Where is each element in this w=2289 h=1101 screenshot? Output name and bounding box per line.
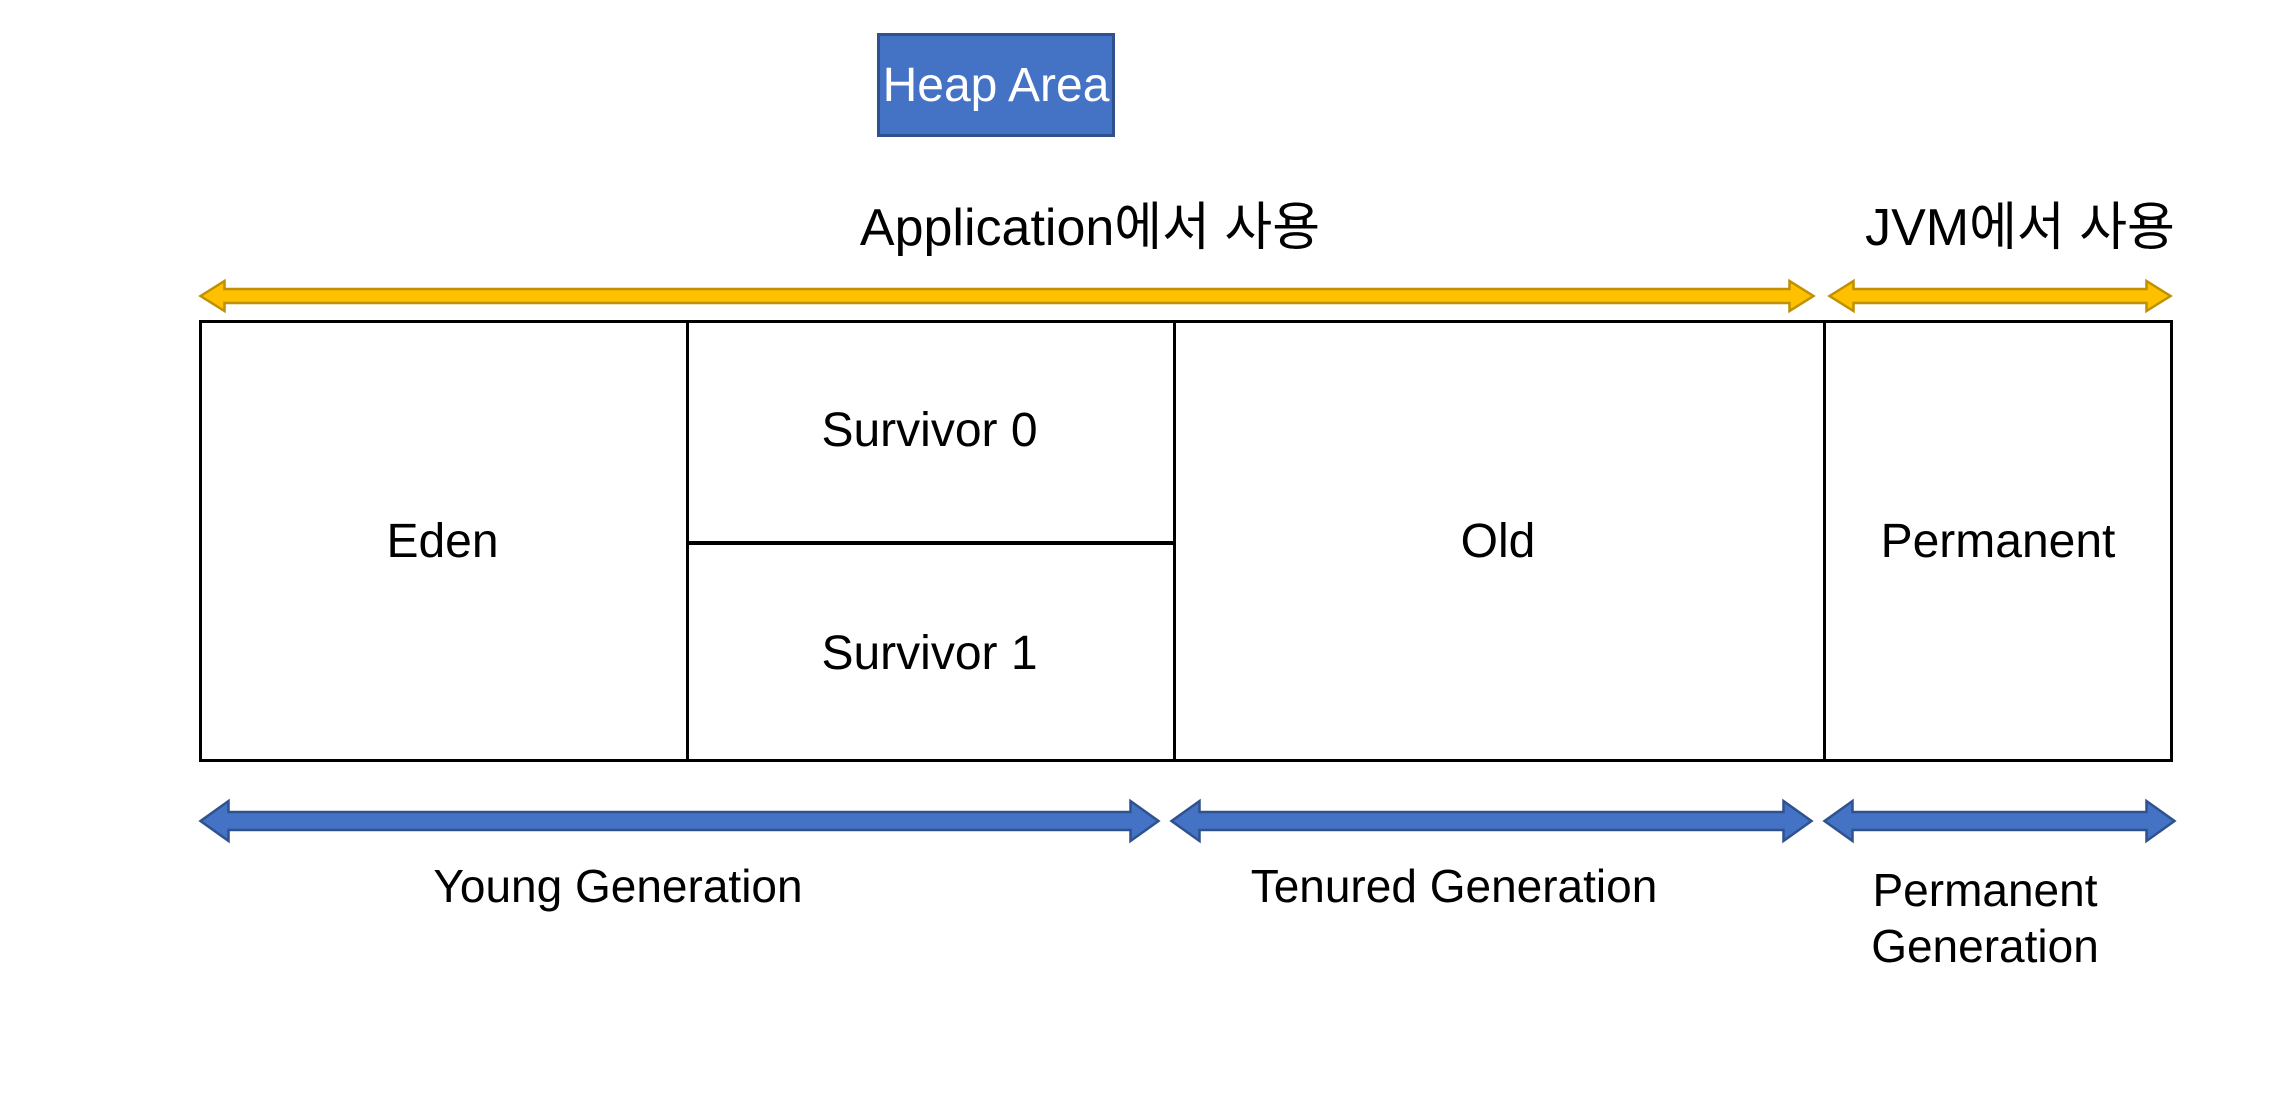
heap-area-title: Heap Area [877,33,1115,137]
eden-label: Eden [386,514,499,568]
old-label: Old [1460,514,1536,568]
young-generation-arrow-icon [198,798,1161,844]
survivor1-label: Survivor 1 [821,627,1038,680]
permanent-generation-arrow-icon [1822,798,2177,844]
jvm-usage-label: JVM에서 사용 [1865,198,2175,257]
eden-region: Eden [199,320,686,762]
young-generation-label: Young Generation [433,860,803,912]
jvm-usage-arrow-icon [1827,278,2173,314]
application-usage-label: Application에서 사용 [859,198,1321,257]
survivor0-region: Survivor 0 [686,320,1173,541]
survivor0-label: Survivor 0 [821,404,1038,457]
permanent-label: Permanent [1880,514,2116,568]
application-usage-arrow-icon [198,278,1816,314]
permanent-region: Permanent [1823,320,2173,762]
heap-box [199,320,2173,762]
survivor0-survivor1-divider [686,541,1176,545]
heap-area-title-label: Heap Area [882,58,1110,112]
old-region: Old [1173,320,1823,762]
tenured-generation-label: Tenured Generation [1250,860,1658,912]
survivor1-region: Survivor 1 [686,545,1173,762]
permanent-generation-label: Permanent Generation [1871,864,2099,973]
old-permanent-divider [1823,320,1826,762]
tenured-generation-arrow-icon [1169,798,1814,844]
